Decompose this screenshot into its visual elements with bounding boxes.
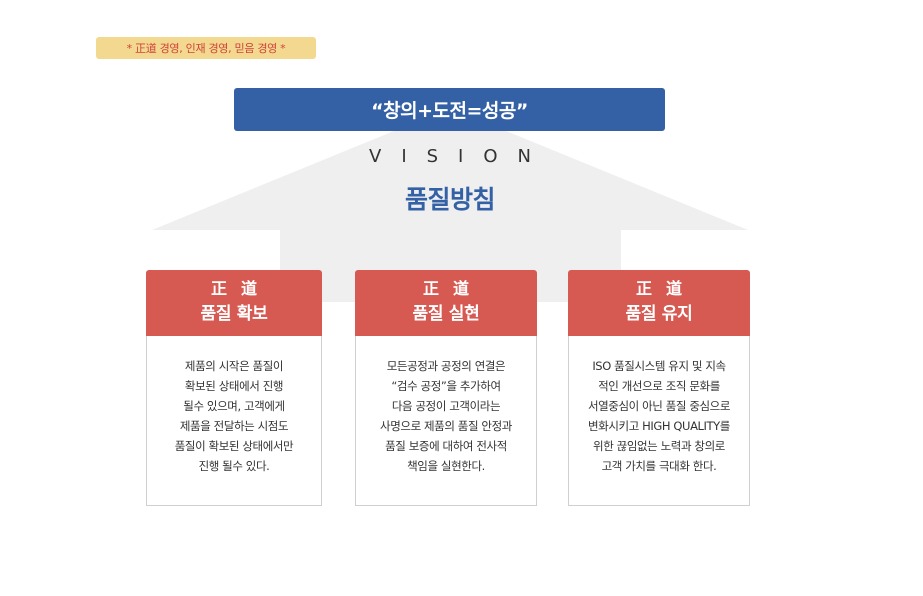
card-tag: 正道	[635, 279, 696, 298]
card-title: 품질 실현	[412, 304, 480, 324]
card-header: 正道 품질 확보	[146, 270, 322, 336]
card-header: 正道 품질 실현	[355, 270, 537, 336]
quality-policy-title: 품질방침	[404, 185, 496, 214]
card-description: 제품의 시작은 품질이 확보된 상태에서 진행 될수 있으며, 고객에게 제품을…	[146, 336, 322, 506]
management-motto-badge: * 正道 경영, 인재 경영, 믿음 경영 *	[96, 37, 316, 59]
card-title: 품질 확보	[200, 304, 268, 324]
card-title: 품질 유지	[625, 304, 693, 324]
slogan-banner: “창의+도전=성공”	[234, 88, 665, 131]
card-description: ISO 품질시스템 유지 및 지속 적인 개선으로 조직 문화를 서열중심이 아…	[568, 336, 750, 506]
quality-card-maintenance: 正道 품질 유지 ISO 품질시스템 유지 및 지속 적인 개선으로 조직 문화…	[568, 270, 750, 506]
card-header: 正道 품질 유지	[568, 270, 750, 336]
card-description: 모든공정과 공정의 연결은 “검수 공정”을 추가하여 다음 공정이 고객이라는…	[355, 336, 537, 506]
quality-card-realization: 正道 품질 실현 모든공정과 공정의 연결은 “검수 공정”을 추가하여 다음 …	[355, 270, 537, 506]
quality-card-assurance: 正道 품질 확보 제품의 시작은 품질이 확보된 상태에서 진행 될수 있으며,…	[146, 270, 322, 506]
vision-label: VISION	[369, 146, 551, 167]
card-tag: 正道	[210, 279, 271, 298]
card-tag: 正道	[422, 279, 483, 298]
